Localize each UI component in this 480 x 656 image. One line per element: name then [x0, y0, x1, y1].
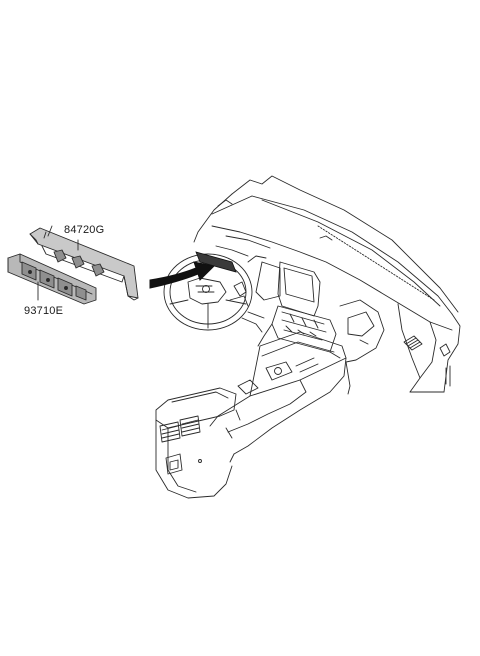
right-air-vent	[403, 335, 423, 351]
steering-wheel	[163, 253, 265, 333]
leader-lines	[37, 239, 79, 301]
bezel-84720g	[29, 225, 139, 301]
installed-location-highlight	[195, 251, 237, 273]
dashboard	[193, 175, 461, 395]
switch-93710e	[7, 253, 97, 305]
cluster-display	[247, 255, 321, 317]
rear-air-vents	[159, 415, 201, 443]
location-arrow	[149, 261, 216, 289]
floor-console	[155, 331, 347, 499]
callout-label-bezel: 84720G	[64, 224, 105, 236]
callout-label-switch: 93710E	[24, 305, 64, 317]
center-stack	[257, 305, 341, 359]
